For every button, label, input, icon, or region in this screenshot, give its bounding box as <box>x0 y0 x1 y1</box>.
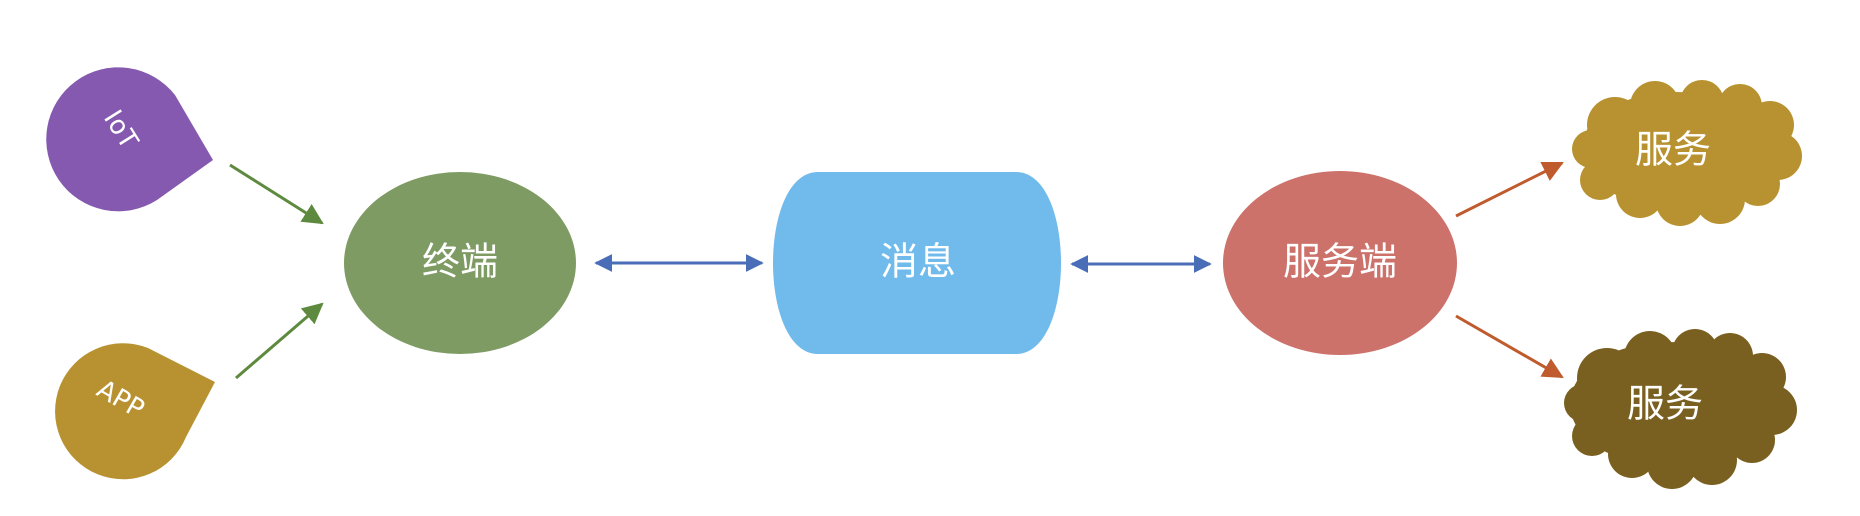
service-top-node: 服务 <box>1572 80 1802 226</box>
arrow-iot-to-terminal <box>229 163 324 225</box>
server-shape <box>1223 171 1457 355</box>
service-bottom-label: 服务 <box>1627 382 1703 426</box>
iot-shape <box>46 67 214 212</box>
message-shape <box>773 172 1061 354</box>
server-node: 服务端 <box>1223 171 1457 355</box>
arrow-server-to-service-top <box>1455 161 1564 218</box>
app-shape <box>55 343 215 480</box>
terminal-shape <box>344 172 576 354</box>
message-label: 消息 <box>880 240 956 284</box>
app-node: APP <box>55 343 215 480</box>
service-top-label: 服务 <box>1635 128 1711 172</box>
terminal-label: 终端 <box>422 240 498 284</box>
terminal-node: 终端 <box>344 172 576 354</box>
service-bottom-node: 服务 <box>1564 329 1797 489</box>
server-label: 服务端 <box>1283 240 1397 284</box>
service-bottom-cloud <box>1564 329 1797 489</box>
service-top-cloud <box>1572 80 1802 226</box>
arrow-app-to-terminal <box>235 302 324 380</box>
arrow-server-to-service-bottom <box>1455 314 1564 379</box>
message-node: 消息 <box>773 172 1061 354</box>
iot-node: IoT <box>46 67 214 212</box>
